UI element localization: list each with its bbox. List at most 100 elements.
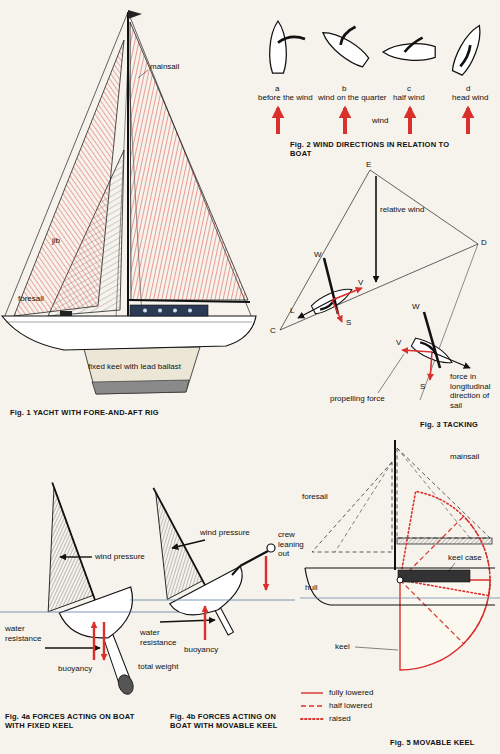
wind-arrow — [466, 108, 470, 134]
leader-line — [378, 354, 404, 393]
wind-direction-diagram — [270, 21, 305, 73]
fixed-keel-boat — [52, 483, 102, 619]
force-arrow — [332, 300, 342, 322]
water-line — [300, 598, 500, 599]
part-label: water resistance — [140, 628, 188, 647]
figure-caption: Fig. 4b FORCES ACTING ON BOAT WITH MOVAB… — [170, 712, 295, 730]
cabin — [130, 305, 208, 316]
pennant — [128, 10, 142, 19]
part-label: propelling force — [330, 394, 385, 404]
part-label: S — [346, 318, 351, 328]
wind-direction-diagram — [318, 13, 379, 69]
crew-figure — [240, 551, 268, 566]
movable-keel-diagram — [397, 448, 470, 538]
legend-row: fully lowered — [300, 688, 373, 697]
fixed-keel-boat — [7, 470, 165, 711]
movable-keel-diagram — [300, 440, 500, 670]
legend-sample — [300, 689, 324, 697]
boom — [397, 538, 492, 544]
figure-caption: Fig. 5 MOVABLE KEEL — [390, 738, 475, 747]
movable-keel-boat — [120, 492, 202, 599]
force-arrow — [93, 622, 95, 660]
force-arrow — [430, 352, 432, 380]
part-label: W — [412, 302, 420, 312]
part-label: water resistance — [5, 624, 55, 643]
legend-sample — [300, 702, 324, 710]
force-arrow — [332, 288, 362, 300]
part-label: keel — [335, 642, 350, 652]
legend-sample — [300, 715, 324, 723]
movable-keel-boat — [153, 488, 209, 594]
fixed-keel-boat — [116, 673, 136, 697]
part-label: D — [481, 238, 487, 248]
wind-arrow — [343, 108, 347, 134]
force-arrow — [172, 540, 205, 548]
tacking-diagram — [370, 170, 478, 244]
yacht-illustration — [60, 311, 72, 316]
part-label: buoyancy — [58, 664, 92, 674]
hull — [305, 568, 495, 605]
part-label: mainsail — [450, 452, 479, 462]
part-label: c — [407, 84, 411, 94]
tacking-diagram — [280, 170, 370, 330]
force-arrow — [60, 556, 92, 557]
part-label: half wind — [393, 93, 425, 103]
leader-line — [355, 647, 398, 650]
fixed-keel-boat — [59, 587, 144, 651]
part-label: force in longitudinal direction of sail — [450, 372, 500, 410]
mast — [394, 440, 396, 570]
fixed-keel-boat — [9, 487, 93, 611]
legend-text: half lowered — [329, 701, 372, 710]
part-label: wind on the quarter — [318, 93, 387, 103]
mast — [127, 12, 129, 318]
crew-figure — [267, 544, 275, 552]
part-label: jib — [52, 236, 60, 246]
part-label: buoyancy — [184, 645, 218, 655]
yacht-illustration — [188, 309, 192, 313]
figure-caption: Fig. 3 TACKING — [420, 420, 478, 429]
wind-direction-diagram — [270, 13, 487, 134]
part-label: fixed keel with lead ballast — [88, 362, 181, 372]
wind-direction-diagram — [278, 37, 305, 43]
force-arrow — [298, 300, 332, 318]
crew-figure — [232, 566, 240, 575]
water-line — [0, 612, 190, 613]
part-label: before the wind — [258, 93, 313, 103]
wind-direction-diagram — [339, 24, 356, 46]
wind-direction-diagram — [318, 26, 370, 70]
part-label: foresail — [302, 492, 328, 502]
mainsail-shape — [130, 22, 248, 300]
keel-shape — [84, 347, 200, 394]
part-label: E — [366, 160, 371, 170]
yacht-illustration — [2, 10, 256, 394]
wind-direction-diagram — [450, 22, 487, 76]
part-label: W — [314, 250, 322, 260]
relative-wind-arrow — [375, 176, 377, 282]
legend-sample — [301, 692, 323, 693]
keel-case-shape — [398, 570, 470, 582]
movable-keel-boat — [170, 566, 254, 628]
force-arrow — [103, 622, 105, 660]
pivot — [397, 577, 403, 583]
wind-direction-diagram — [270, 21, 287, 73]
part-label: head wind — [452, 93, 488, 103]
wind-arrow — [276, 108, 280, 134]
figure-caption: Fig. 4a FORCES ACTING ON BOAT WITH FIXED… — [5, 712, 155, 730]
part-label: V — [358, 278, 363, 288]
movable-keel-diagram — [397, 448, 490, 538]
yacht-illustration — [6, 322, 252, 323]
figure-caption: Fig. 2 WIND DIRECTIONS IN RELATION TO BO… — [290, 140, 450, 158]
part-label: C — [270, 326, 276, 336]
legend-sample — [301, 705, 323, 706]
movable-keel-boat — [215, 607, 234, 635]
movable-keel-diagram — [335, 462, 392, 552]
legend-sample — [301, 718, 323, 720]
part-label: hull — [305, 583, 317, 593]
force-arrow — [45, 647, 100, 648]
force-arrow — [204, 606, 206, 640]
yacht-illustration — [143, 309, 147, 313]
part-label: d — [466, 84, 470, 94]
yacht-illustration — [4, 12, 128, 318]
